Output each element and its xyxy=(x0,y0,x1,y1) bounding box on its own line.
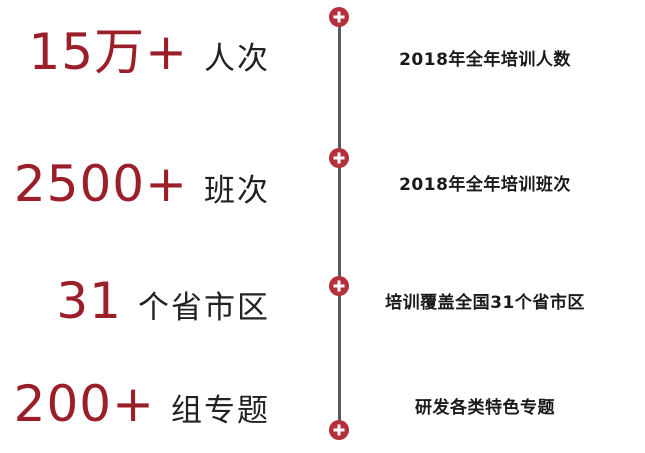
stat-description: 2018年全年培训人数 xyxy=(399,50,571,70)
stat-number: 15万+ xyxy=(28,23,188,81)
plus-icon xyxy=(333,11,345,23)
timeline-node-plus-icon xyxy=(329,420,349,440)
stat-topics: 200+ 组专题 xyxy=(14,379,270,429)
stat-number: 200+ xyxy=(13,375,155,433)
stat-unit: 个省市区 xyxy=(138,290,270,326)
stat-number: 31 xyxy=(56,272,122,330)
stat-unit: 人次 xyxy=(204,41,270,77)
stat-number: 2500+ xyxy=(13,155,188,213)
timeline-node-plus-icon xyxy=(329,7,349,27)
timeline-node-plus-icon xyxy=(329,148,349,168)
timeline-line xyxy=(338,16,341,430)
stat-regions: 31 个省市区 xyxy=(56,276,270,326)
plus-icon xyxy=(333,152,345,164)
stat-classes: 2500+ 班次 xyxy=(14,159,270,209)
stat-unit: 组专题 xyxy=(171,393,270,429)
stat-description: 2018年全年培训班次 xyxy=(399,175,571,195)
plus-icon xyxy=(333,280,345,292)
plus-icon xyxy=(333,424,345,436)
stat-trainees: 15万+ 人次 xyxy=(28,27,270,77)
stat-description: 培训覆盖全国31个省市区 xyxy=(385,293,585,313)
timeline-node-plus-icon xyxy=(329,276,349,296)
stat-description: 研发各类特色专题 xyxy=(415,398,555,418)
stat-unit: 班次 xyxy=(204,173,270,209)
